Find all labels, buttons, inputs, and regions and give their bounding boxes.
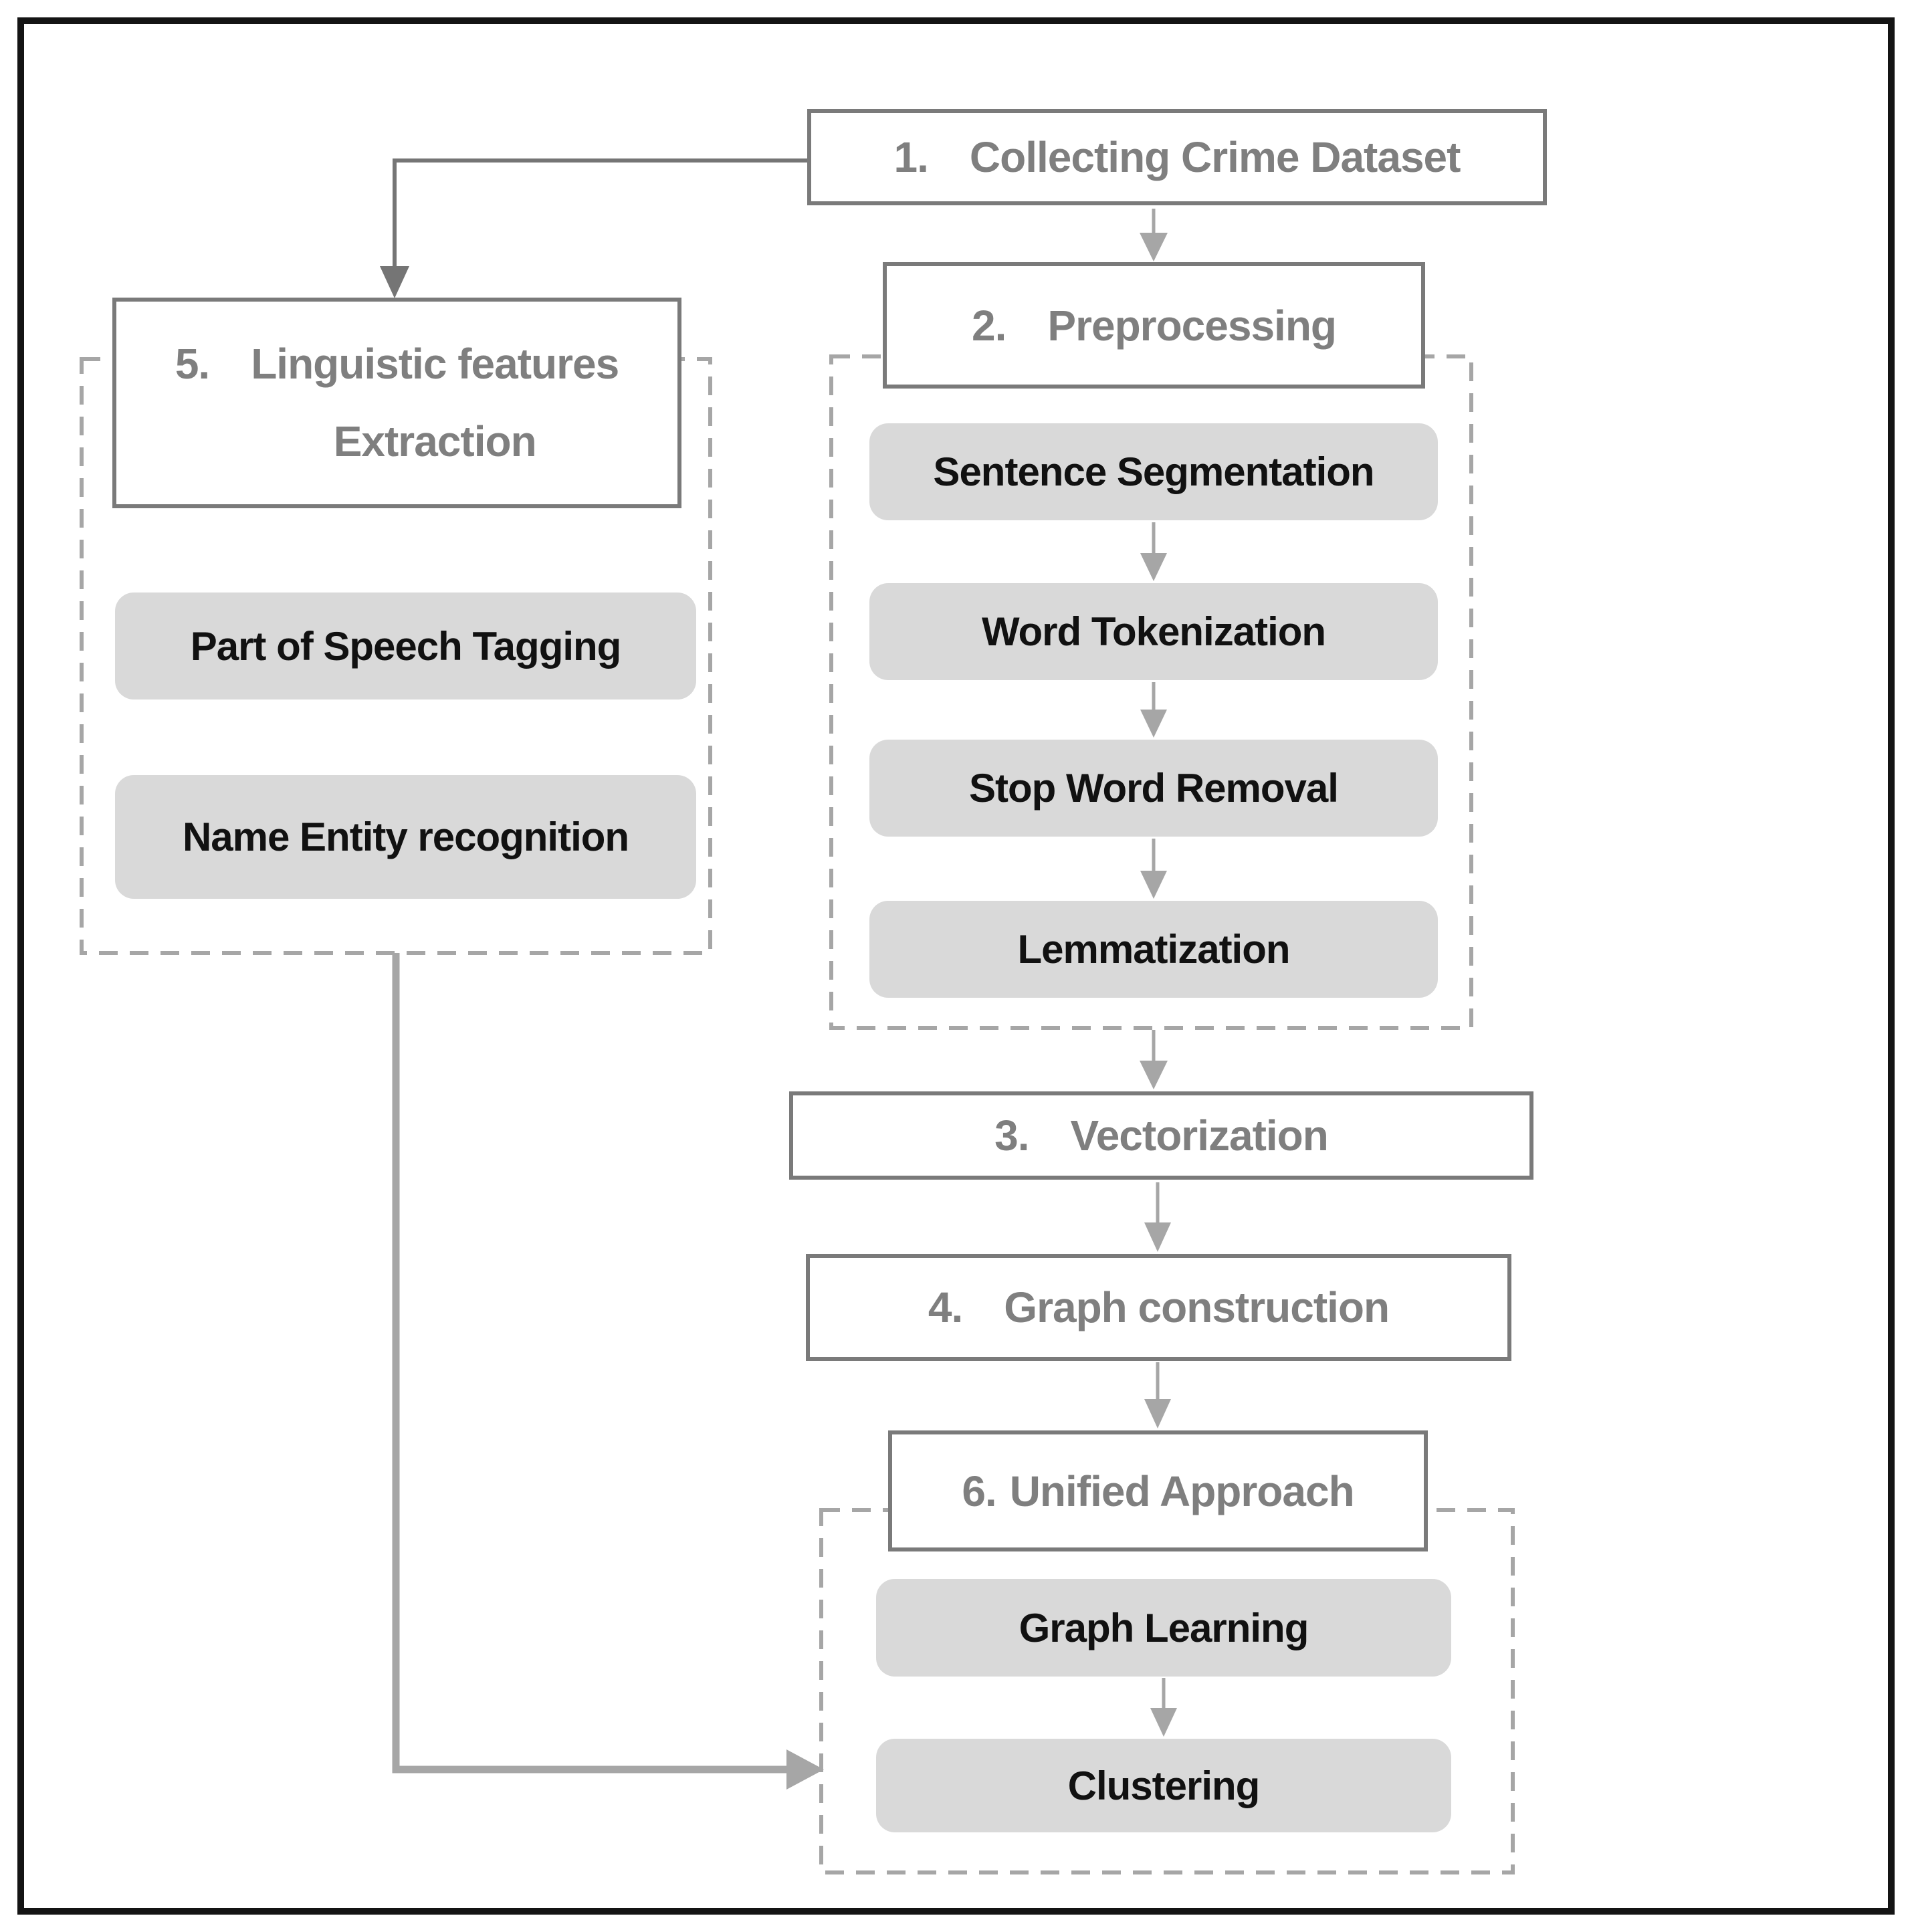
word-tokenization-box: Word Tokenization — [869, 583, 1438, 680]
lemmatization-box: Lemmatization — [869, 901, 1438, 998]
outer-border — [17, 17, 1895, 1915]
step-number: 4. — [928, 1283, 963, 1331]
collecting-crime-dataset-box: 1. Collecting Crime Dataset — [807, 109, 1547, 205]
step-label: Graph construction — [1004, 1283, 1390, 1331]
clustering-box: Clustering — [876, 1739, 1451, 1832]
part-of-speech-tagging-box: Part of Speech Tagging — [115, 593, 696, 700]
step-label: Preprocessing — [1047, 301, 1337, 350]
step-label: Collecting Crime Dataset — [969, 133, 1461, 181]
step-label-line2: Extraction — [333, 417, 537, 465]
step-number: 3. — [994, 1111, 1029, 1160]
substep-label: Part of Speech Tagging — [190, 623, 622, 669]
linguistic-features-extraction-box: 5. Linguistic features Extraction — [112, 298, 681, 508]
sentence-segmentation-box: Sentence Segmentation — [869, 423, 1438, 520]
step-label-line1: Linguistic features — [251, 340, 619, 389]
step-label: Vectorization — [1070, 1111, 1329, 1160]
stop-word-removal-box: Stop Word Removal — [869, 740, 1438, 837]
substep-label: Lemmatization — [1017, 927, 1290, 972]
name-entity-recognition-box: Name Entity recognition — [115, 775, 696, 899]
graph-learning-box: Graph Learning — [876, 1579, 1451, 1677]
step-number: 6. — [962, 1467, 996, 1515]
graph-construction-box: 4. Graph construction — [806, 1254, 1511, 1361]
substep-label: Sentence Segmentation — [933, 449, 1374, 494]
substep-label: Word Tokenization — [981, 609, 1326, 654]
step-number: 5. — [175, 340, 210, 389]
substep-label: Graph Learning — [1019, 1605, 1309, 1650]
substep-label: Clustering — [1067, 1763, 1261, 1808]
vectorization-box: 3. Vectorization — [789, 1091, 1533, 1180]
step-label: Unified Approach — [1009, 1467, 1355, 1515]
unified-approach-box: 6. Unified Approach — [888, 1430, 1428, 1551]
preprocessing-box: 2. Preprocessing — [883, 262, 1425, 389]
step-number: 1. — [893, 133, 929, 181]
substep-label: Name Entity recognition — [182, 815, 629, 859]
step-number: 2. — [972, 301, 1006, 350]
substep-label: Stop Word Removal — [969, 766, 1339, 811]
